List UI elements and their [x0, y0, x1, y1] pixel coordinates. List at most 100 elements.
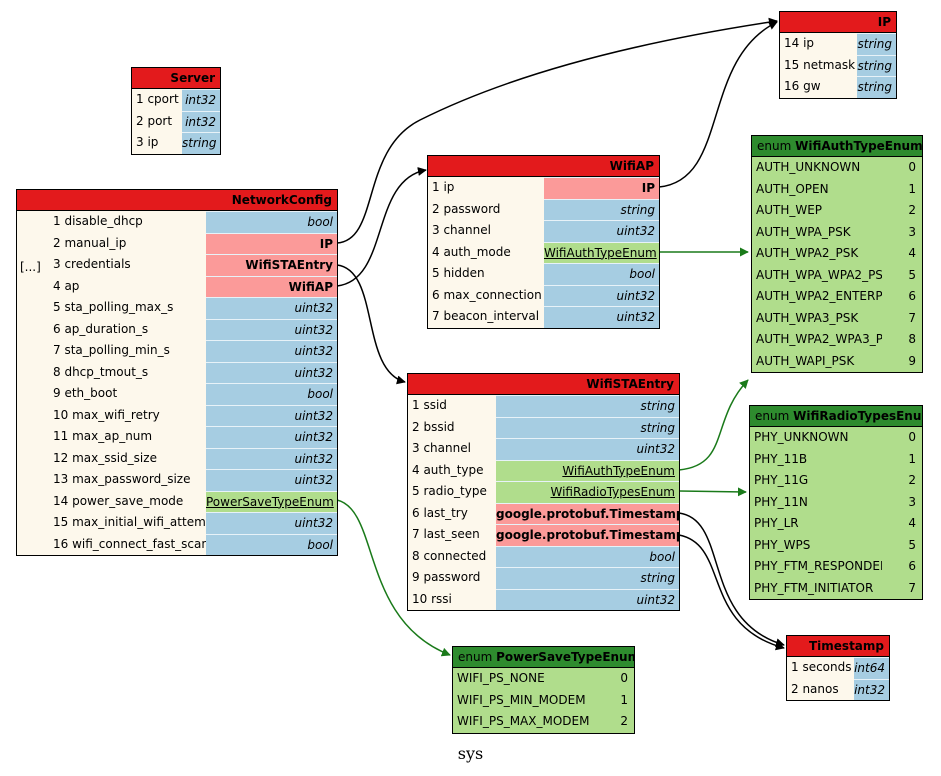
field-type: string	[496, 416, 679, 438]
field-label: 2 password	[432, 201, 501, 216]
field-type: uint32	[206, 447, 337, 469]
wifistaentry-title: WifiSTAEntry	[408, 374, 679, 395]
field-type: bool	[544, 263, 659, 285]
enum-value-name: AUTH_WPA2_ENTERPRISE	[756, 289, 882, 303]
field-type: uint32	[496, 438, 679, 460]
field-label: 2 bssid	[412, 419, 455, 434]
field-type-link[interactable]: WifiRadioTypesEnum	[496, 481, 679, 503]
enum-value-name: WIFI_PS_MAX_MODEM	[457, 714, 590, 728]
field-type-link[interactable]: WifiSTAEntry	[206, 254, 337, 276]
field-label: 9 eth_boot	[53, 386, 118, 400]
field-type-link[interactable]: google.protobuf.Timestamp	[496, 524, 679, 546]
field-type-link[interactable]: IP	[206, 232, 337, 254]
edge-wifistaentry-radio-type-to-radioenum	[678, 487, 747, 497]
enum-value-number: 0	[908, 160, 916, 174]
enum-value-number: 2	[620, 714, 628, 728]
field-label: 14 power_save_mode	[53, 493, 184, 508]
field-type: uint32	[206, 426, 337, 448]
field-label: 7 last_seen	[412, 527, 480, 541]
field-label: 15 max_initial_wifi_attempt	[53, 515, 206, 529]
enum-value-number: 0	[620, 671, 628, 685]
radio-enum-title: enum WifiRadioTypesEnum	[750, 406, 922, 427]
field-type-link[interactable]: WifiAP	[206, 275, 337, 297]
enum-value-number: 2	[908, 473, 916, 487]
timestamp-title: Timestamp	[787, 636, 889, 657]
enum-keyword: enum	[458, 650, 493, 664]
enum-value-number: 1	[908, 181, 916, 196]
field-type-link[interactable]: PowerSaveTypeEnum	[206, 490, 337, 512]
enum-value-name: AUTH_WPA2_WPA3_PSK	[756, 332, 882, 346]
enum-name: PowerSaveTypeEnum	[496, 650, 634, 664]
enum-value-number: 8	[908, 332, 916, 346]
enum-value-number: 7	[908, 580, 916, 595]
field-type: string	[857, 33, 896, 55]
field-row: 14 ip string	[780, 33, 896, 55]
power-enum-title: enum PowerSaveTypeEnum	[453, 647, 634, 668]
networkconfig-title: NetworkConfig	[17, 190, 337, 211]
field-type: int32	[182, 89, 220, 111]
field-type-link[interactable]: IP	[544, 177, 659, 199]
field-label: 11 max_ap_num	[53, 429, 153, 443]
field-label: 7 beacon_interval	[432, 309, 540, 323]
field-type: int32	[854, 678, 889, 700]
field-type: int32	[182, 110, 220, 132]
wifiap-title: WifiAP	[428, 156, 659, 177]
field-label: 1 seconds	[791, 660, 852, 674]
enum-value-number: 0	[908, 430, 916, 444]
field-type: string	[857, 76, 896, 98]
enum-value-number: 3	[908, 494, 916, 509]
field-label: 16 wifi_connect_fast_scan	[53, 536, 206, 551]
field-label: 5 sta_polling_max_s	[53, 300, 174, 314]
field-type: uint32	[206, 318, 337, 340]
field-label: 6 last_try	[412, 505, 468, 520]
auth-enum-title: enum WifiAuthTypeEnum	[752, 136, 922, 157]
field-type-link[interactable]: WifiAuthTypeEnum	[496, 459, 679, 481]
field-label: 4 ap	[53, 278, 80, 293]
enum-value-name: AUTH_WPA_PSK	[756, 224, 851, 239]
enum-value-number: 4	[908, 516, 916, 530]
field-type: uint32	[206, 512, 337, 534]
enum-value-name: AUTH_WPA2_PSK	[756, 246, 859, 260]
enum-name: WifiRadioTypesEnum	[793, 409, 922, 423]
field-type: uint32	[206, 340, 337, 362]
edge-networkconfig-manual-ip-to-ip	[336, 17, 778, 244]
radio-enum-node: enum WifiRadioTypesEnum PHY_UNKNOWN 0 PHY…	[749, 405, 923, 600]
field-type-link[interactable]: WifiAuthTypeEnum	[544, 241, 659, 263]
field-label: 7 sta_polling_min_s	[53, 343, 170, 357]
enum-value-name: AUTH_WAPI_PSK	[756, 353, 855, 368]
field-label: 6 max_connection	[432, 287, 542, 302]
enum-row: PHY_UNKNOWN 0	[750, 427, 922, 449]
field-type-link[interactable]: google.protobuf.Timestamp	[496, 502, 679, 524]
enum-keyword: enum	[757, 139, 792, 153]
field-label: 14 ip	[784, 36, 815, 50]
field-type: bool	[206, 211, 337, 233]
enum-value-number: 6	[908, 559, 916, 573]
enum-value-number: 7	[908, 310, 916, 325]
enum-value-name: PHY_UNKNOWN	[754, 430, 849, 444]
field-type: uint32	[544, 220, 659, 242]
enum-value-name: PHY_LR	[754, 516, 799, 530]
ip-title: IP	[780, 12, 896, 33]
edge-wifiap-ip-to-ip	[658, 21, 778, 188]
edge-wifistaentry-last-seen-to-timestamp	[678, 534, 785, 651]
